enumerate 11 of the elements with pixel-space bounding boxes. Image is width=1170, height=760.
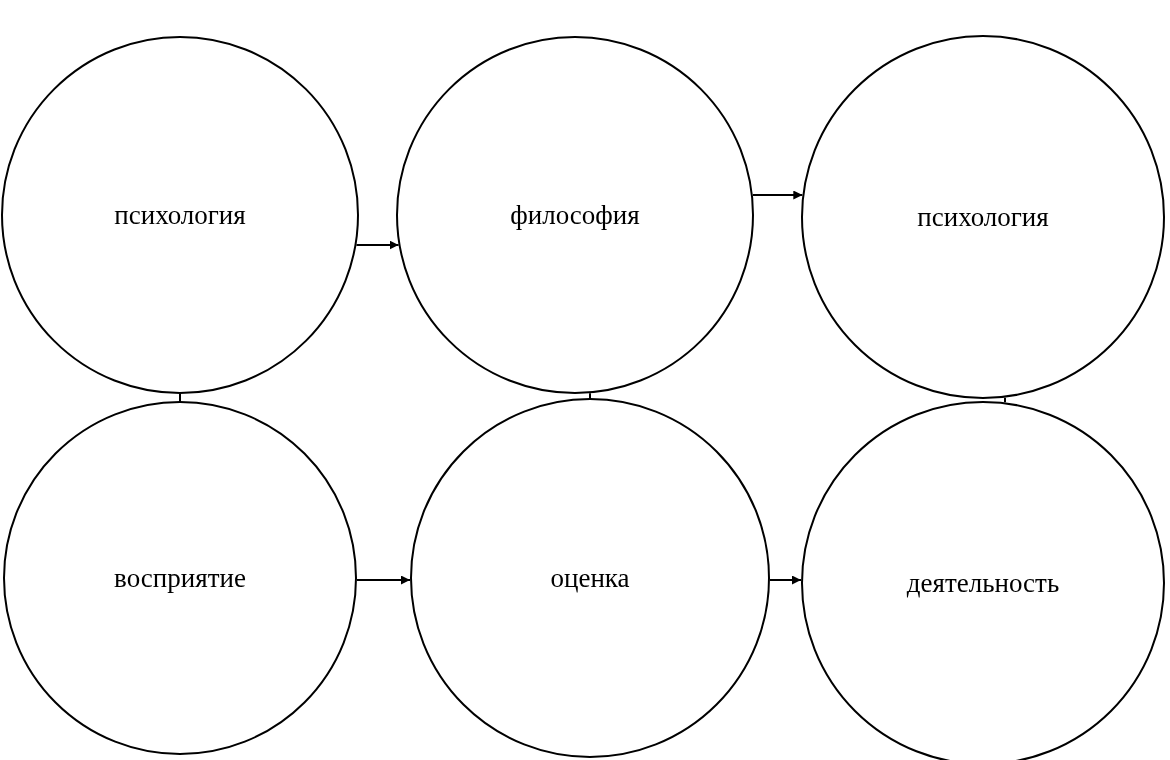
node-label: философия bbox=[510, 199, 640, 231]
arrow bbox=[751, 190, 804, 200]
connector-line bbox=[179, 393, 181, 402]
node-label: восприятие bbox=[114, 562, 246, 594]
node-label: психология bbox=[917, 201, 1049, 233]
arrow bbox=[769, 575, 803, 585]
node-label: деятельность bbox=[906, 567, 1060, 599]
node-label: оценка bbox=[550, 562, 630, 594]
arrow bbox=[356, 575, 411, 585]
node-label: психология bbox=[114, 199, 246, 231]
arrow bbox=[355, 240, 400, 250]
